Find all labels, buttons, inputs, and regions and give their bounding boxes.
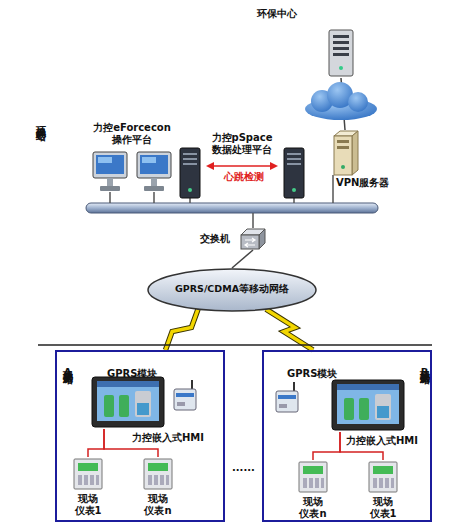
connector-line xyxy=(232,250,253,268)
cloud-symbol xyxy=(305,82,377,120)
node-label: 力控嵌入式HMI xyxy=(132,432,204,444)
connector-line xyxy=(266,309,313,350)
connector-line xyxy=(166,309,199,350)
wireless-link xyxy=(166,309,199,350)
instrument-icon: 现场仪表1 xyxy=(72,457,104,491)
node-label: GPRS模块 xyxy=(287,368,337,380)
server-icon: 环保中心 xyxy=(325,28,357,78)
connector xyxy=(232,250,253,268)
wireless-link xyxy=(266,309,313,350)
connector-line xyxy=(313,432,340,460)
node-label: GPRS/CDMA等移动网络 xyxy=(147,283,317,295)
node-label: 交换机 xyxy=(200,233,230,245)
network-bus xyxy=(86,203,378,213)
ellipsis-mark: ...... xyxy=(232,462,255,474)
hmi-icon: 力控嵌入式HMI xyxy=(92,377,164,429)
connector-line xyxy=(88,429,104,457)
connector xyxy=(313,432,340,460)
node-label: 力控pSpace 数据处理平台 xyxy=(209,132,275,156)
workstation-icon: 力控eForcecon 操作平台 xyxy=(92,150,172,192)
switch-icon: 交换机 xyxy=(240,228,266,250)
node-label: 现场仪表n xyxy=(299,496,327,520)
instrument-icon: 现场仪表n xyxy=(142,457,174,491)
connector-line xyxy=(266,309,313,350)
separator-line xyxy=(38,344,432,346)
node-label: 现场仪表1 xyxy=(369,496,397,520)
node-label: VPN服务器 xyxy=(336,177,389,189)
server-group: 力控pSpace 数据处理平台 xyxy=(176,132,308,200)
node-label: 环保中心 xyxy=(257,8,297,20)
heartbeat-label: 心跳检测 xyxy=(224,171,264,183)
node-label: 现场仪表n xyxy=(144,493,172,517)
network-ellipse: GPRS/CDMA等移动网络 xyxy=(147,268,317,312)
node-label: 现场仪表1 xyxy=(74,493,102,517)
connector xyxy=(88,429,104,457)
hmi-icon: 力控嵌入式HMI xyxy=(332,380,404,432)
connector-line xyxy=(166,309,199,350)
node-label: 力控嵌入式HMI xyxy=(346,435,418,447)
instrument-icon: 现场仪表n xyxy=(297,460,329,494)
node-label: 现场监测站B xyxy=(418,362,430,379)
side-title: 环保局中心站 xyxy=(34,118,46,124)
station-box: 现场监测站AGPRS模块力控嵌入式HMI现场仪表1现场仪表n xyxy=(55,350,225,522)
vpn-server-icon: VPN服务器 xyxy=(330,130,360,175)
gprs-module-icon: GPRS模块 xyxy=(172,380,198,412)
heartbeat-arrow xyxy=(206,162,278,170)
gprs-module-icon: GPRS模块 xyxy=(274,382,300,414)
node-label: 力控eForcecon 操作平台 xyxy=(90,122,174,146)
instrument-icon: 现场仪表1 xyxy=(367,460,399,494)
station-box: 现场监测站BGPRS模块力控嵌入式HMI现场仪表n现场仪表1 xyxy=(262,350,432,522)
node-label: 现场监测站A xyxy=(61,362,73,379)
